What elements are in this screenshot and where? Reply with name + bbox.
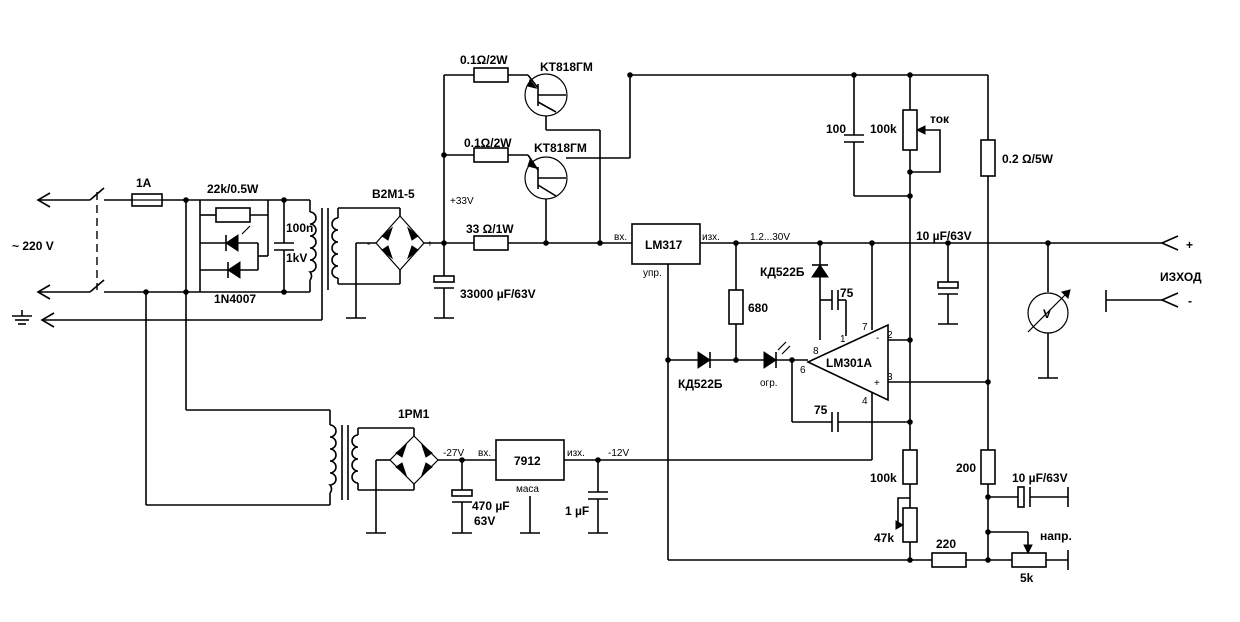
output-capacitor: 10 µF/63V xyxy=(916,229,972,325)
svg-text:47k: 47k xyxy=(874,531,894,545)
svg-text:напр.: напр. xyxy=(1040,529,1072,543)
svg-text:+33V: +33V xyxy=(450,196,474,207)
svg-text:+: + xyxy=(427,239,433,250)
svg-text:7: 7 xyxy=(862,322,868,333)
svg-text:КД522Б: КД522Б xyxy=(760,265,805,279)
svg-text:100k: 100k xyxy=(870,122,897,136)
mains-voltage-label: ~ 220 V xyxy=(12,239,54,253)
svg-text:7912: 7912 xyxy=(514,454,541,468)
svg-text:100k: 100k xyxy=(870,471,897,485)
svg-text:упр.: упр. xyxy=(643,268,662,279)
svg-text:0.1Ω/2W: 0.1Ω/2W xyxy=(460,53,508,67)
soft-start-network: 22k/0.5W 1N4007 100n 1kV xyxy=(145,182,330,506)
svg-text:1kV: 1kV xyxy=(286,251,307,265)
svg-text:33000 µF/63V: 33000 µF/63V xyxy=(460,287,536,301)
svg-text:22k/0.5W: 22k/0.5W xyxy=(207,182,259,196)
svg-text:8: 8 xyxy=(813,346,819,357)
svg-text:680: 680 xyxy=(748,301,768,315)
output-terminals: + ИЗХОД - V xyxy=(1027,235,1202,379)
svg-text:1N4007: 1N4007 xyxy=(214,292,256,306)
svg-text:+: + xyxy=(1186,238,1193,252)
svg-text:-: - xyxy=(367,239,370,250)
fuse-1a: 1A xyxy=(131,176,163,207)
svg-text:3: 3 xyxy=(887,372,893,383)
svg-text:LM317: LM317 xyxy=(645,238,683,252)
svg-text:220: 220 xyxy=(936,537,956,551)
svg-text:1.2...30V: 1.2...30V xyxy=(750,232,790,243)
svg-text:V: V xyxy=(1043,307,1051,321)
lm301a-opamp: LM301A - + 8 1 7 2 3 6 4 xyxy=(800,322,988,460)
svg-text:100: 100 xyxy=(826,122,846,136)
svg-text:5k: 5k xyxy=(1020,571,1034,585)
svg-text:1PM1: 1PM1 xyxy=(398,407,430,421)
opamp-compensation: КД522Б 75 xyxy=(760,243,873,340)
svg-text:75: 75 xyxy=(814,403,828,417)
auxiliary-negative-supply: 1PM1 -27V 470 µF 63V 7912 вх. изх. маса … xyxy=(328,407,872,534)
svg-text:маса: маса xyxy=(516,484,539,495)
svg-text:10 µF/63V: 10 µF/63V xyxy=(916,229,972,243)
pass-transistor-stage: +33V 33000 µF/63V 0.1Ω/2W KT818ГM 0.1Ω/2… xyxy=(433,53,633,319)
svg-text:1 µF: 1 µF xyxy=(565,504,589,518)
svg-text:ток: ток xyxy=(930,112,950,126)
svg-text:-: - xyxy=(1188,294,1192,308)
svg-text:10 µF/63V: 10 µF/63V xyxy=(1012,471,1068,485)
svg-text:33 Ω/1W: 33 Ω/1W xyxy=(466,222,514,236)
bridge-rectifier-b2m1-5: B2M1-5 - + xyxy=(346,187,444,319)
svg-text:изх.: изх. xyxy=(702,232,720,243)
transformer-main xyxy=(308,200,400,292)
svg-text:вх.: вх. xyxy=(478,448,491,459)
svg-text:KT818ГM: KT818ГM xyxy=(540,60,593,74)
svg-text:1: 1 xyxy=(840,334,846,345)
svg-text:+: + xyxy=(874,378,880,389)
svg-text:6: 6 xyxy=(800,365,806,376)
svg-text:огр.: огр. xyxy=(760,378,778,389)
svg-text:-12V: -12V xyxy=(608,448,629,459)
svg-text:0.1Ω/2W: 0.1Ω/2W xyxy=(464,136,512,150)
svg-text:75: 75 xyxy=(840,286,854,300)
current-sense: 100 100k ток xyxy=(826,75,950,560)
svg-text:КД522Б: КД522Б xyxy=(678,377,723,391)
svg-text:200: 200 xyxy=(956,461,976,475)
svg-text:2: 2 xyxy=(887,330,893,341)
svg-text:ИЗХОД: ИЗХОД xyxy=(1160,270,1202,284)
svg-text:63V: 63V xyxy=(474,514,495,528)
svg-text:вх.: вх. xyxy=(614,232,627,243)
lm317-regulator: LM317 вх. изх. упр. xyxy=(614,223,720,560)
svg-text:B2M1-5: B2M1-5 xyxy=(372,187,415,201)
voltage-divider: 100k 47k 220 200 10 µF/63V напр. 5k xyxy=(668,449,1072,585)
svg-text:100n: 100n xyxy=(286,221,313,235)
svg-text:1A: 1A xyxy=(136,176,152,190)
svg-text:0.2 Ω/5W: 0.2 Ω/5W xyxy=(1002,152,1054,166)
svg-text:KT818ГM: KT818ГM xyxy=(534,141,587,155)
svg-text:-: - xyxy=(876,333,879,344)
svg-text:-27V: -27V xyxy=(443,448,464,459)
svg-text:470 µF: 470 µF xyxy=(472,499,510,513)
output-shunt: 0.2 Ω/5W xyxy=(980,75,1054,450)
svg-text:изх.: изх. xyxy=(567,448,585,459)
svg-text:4: 4 xyxy=(862,396,868,407)
current-limit-path: 680 КД522Б огр. 75 xyxy=(668,243,913,432)
mains-input: ~ 220 V xyxy=(12,187,323,328)
svg-text:LM301A: LM301A xyxy=(826,356,872,370)
